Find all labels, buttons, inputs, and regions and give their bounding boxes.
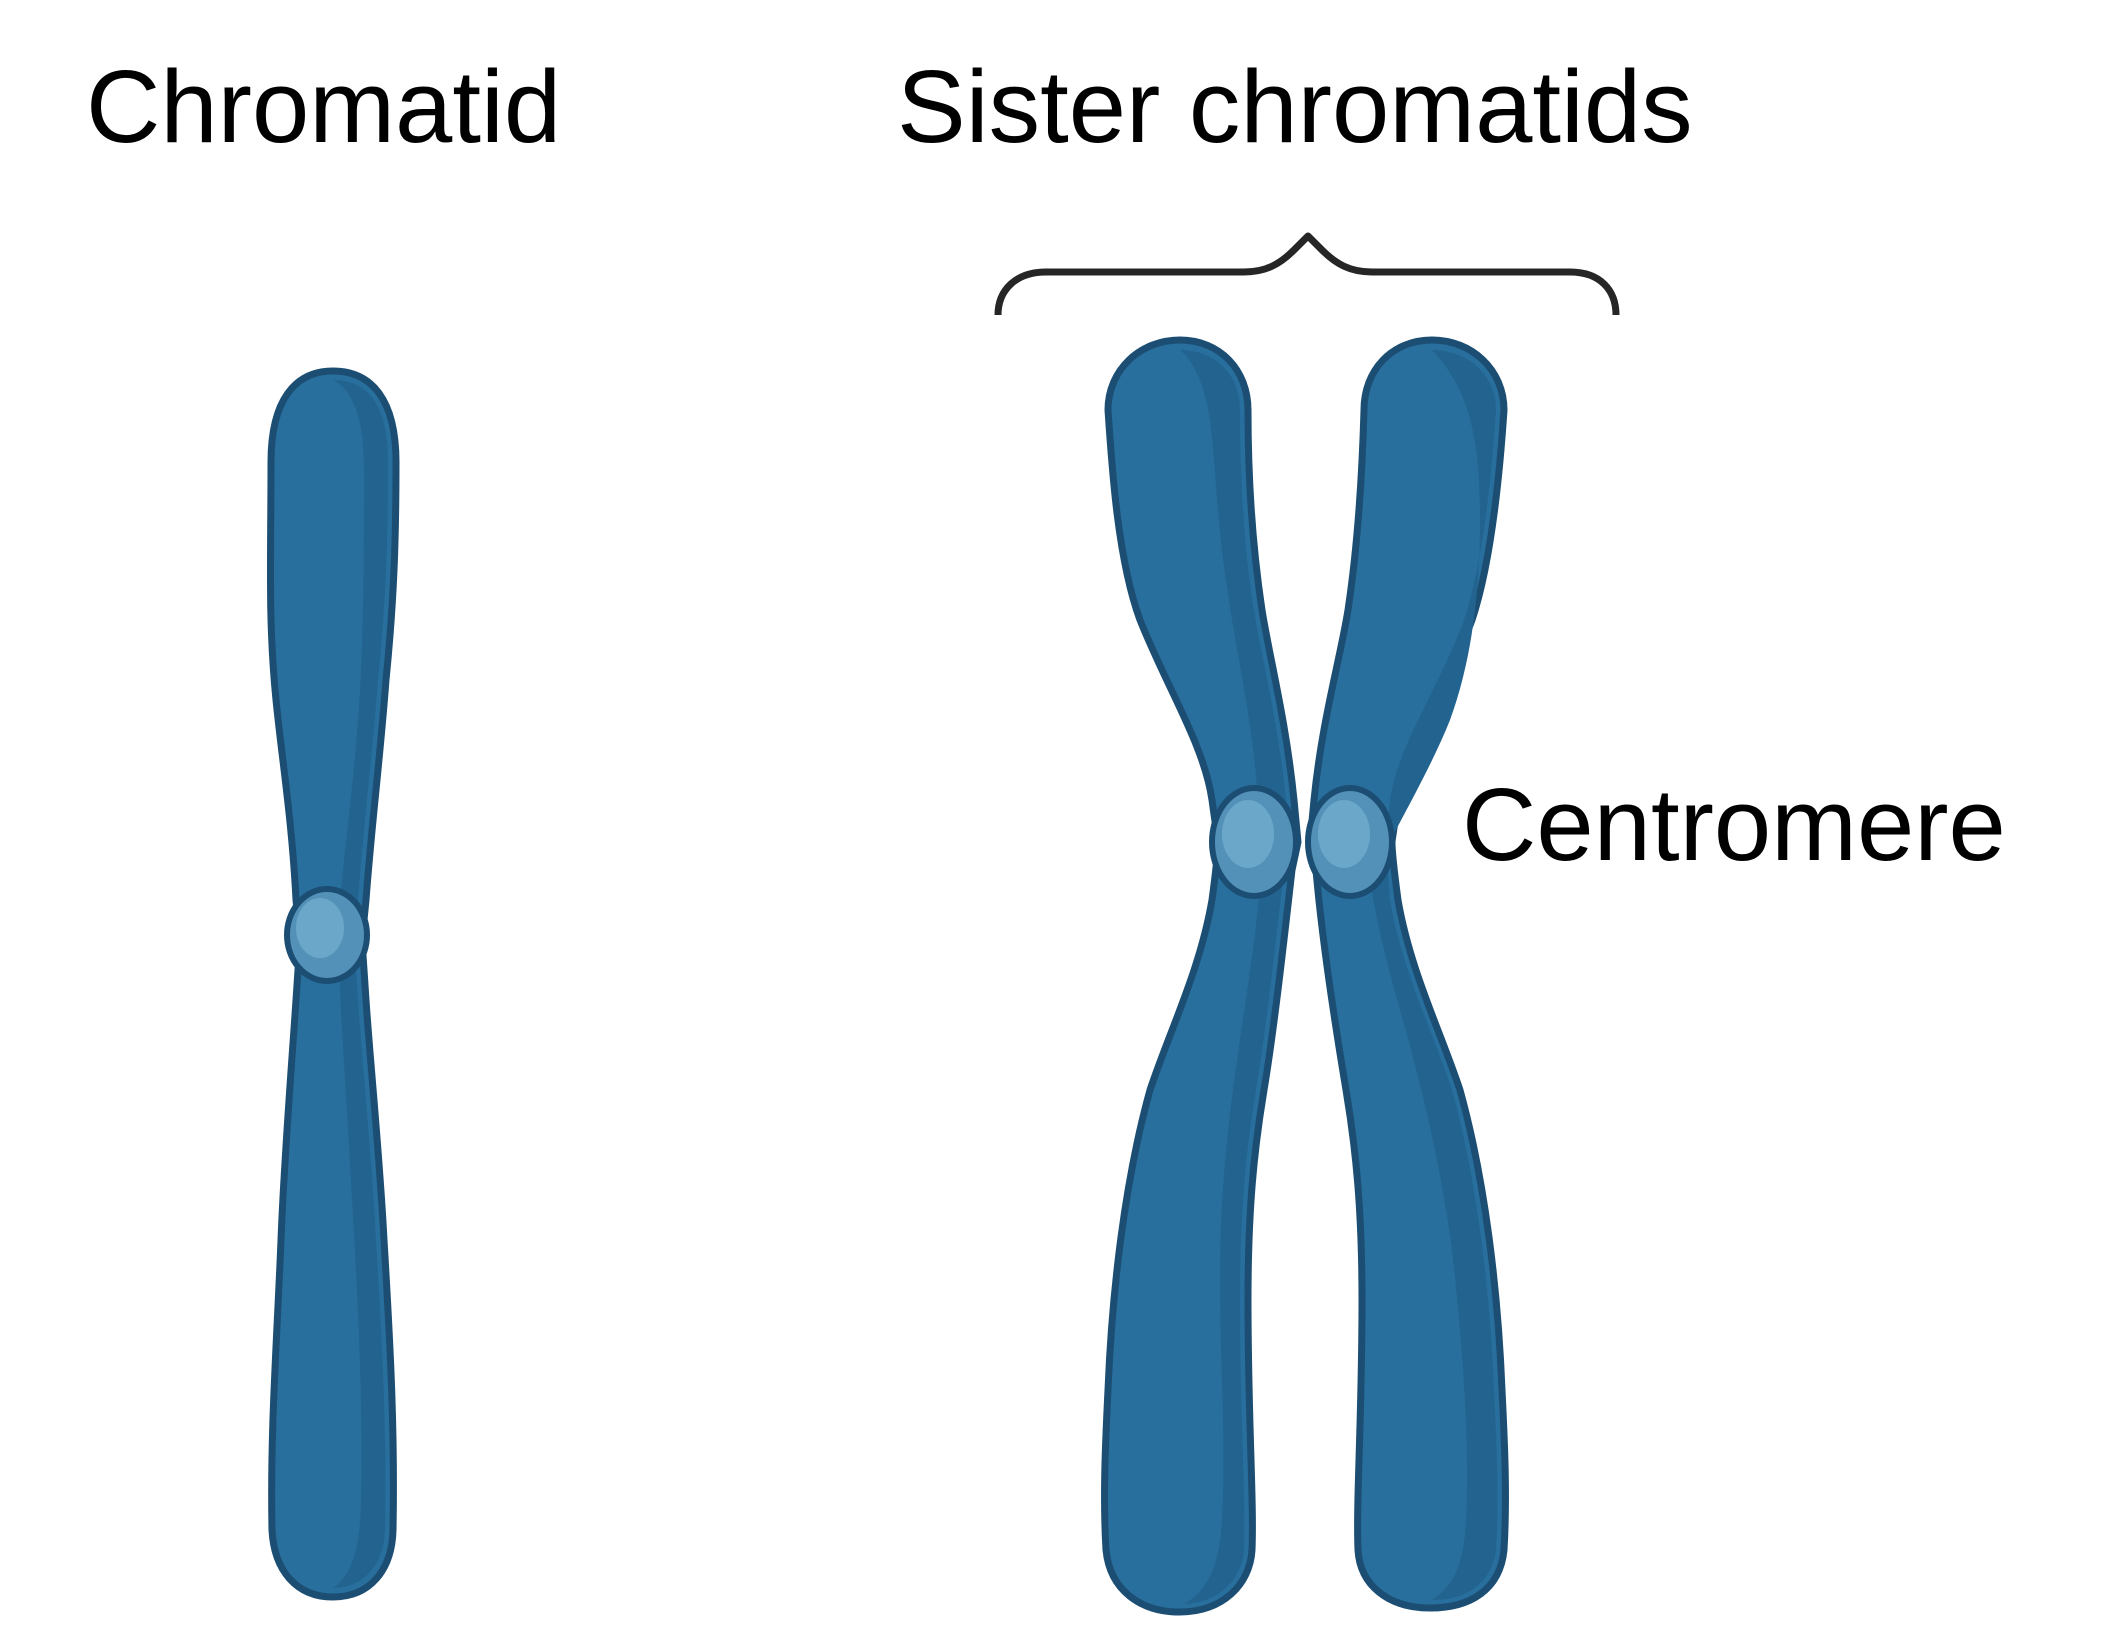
sister-chromatid-left: [1101, 336, 1302, 1616]
centromere-label: Centromere: [1462, 767, 2006, 882]
single-centromere-highlight: [296, 898, 344, 958]
sister-chromatid-left-shade: [1180, 350, 1290, 1604]
single-chromatid: [266, 367, 400, 1601]
sister-centromere-left-highlight: [1222, 800, 1274, 868]
sister-centromere-right-highlight: [1318, 800, 1370, 868]
single-chromatid-shade-right: [333, 380, 388, 1588]
sister-chromatid-right: [1305, 336, 1509, 1612]
sister-chromatid-right-shade: [1370, 350, 1498, 1600]
sister-chromatids-label: Sister chromatids: [897, 49, 1693, 164]
chromatid-label: Chromatid: [86, 49, 561, 164]
sister-chromatids-bracket: [994, 232, 1620, 316]
